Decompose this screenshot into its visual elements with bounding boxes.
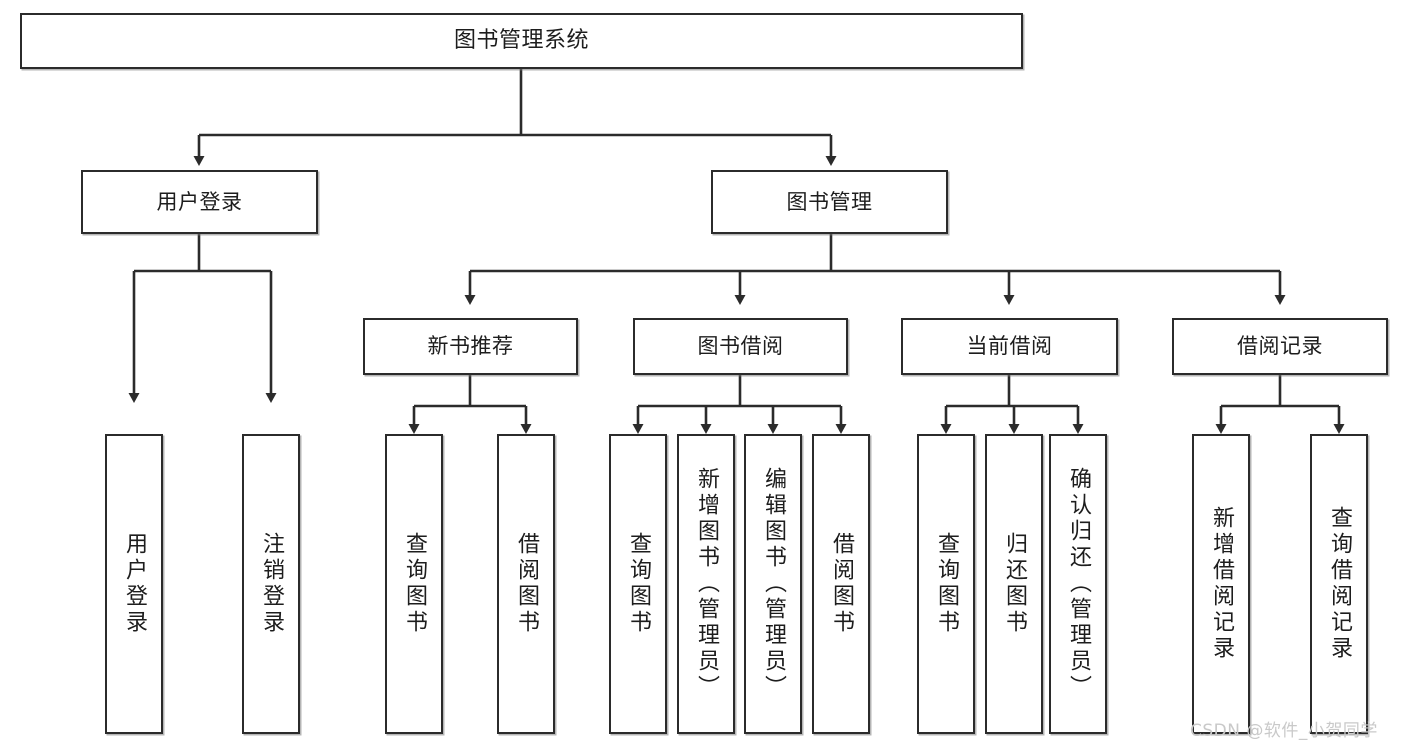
leaf-new-books-query-label: 查询图书 xyxy=(402,532,427,636)
leaf-book-borrow-edit-label: 编辑图书（管理员） xyxy=(761,467,786,701)
leaf-user-login-signin[interactable]: 用户登录 xyxy=(105,434,163,734)
leaf-current-borrow-confirm-label: 确认归还（管理员） xyxy=(1066,467,1091,701)
leaf-current-borrow-query[interactable]: 查询图书 xyxy=(917,434,975,734)
leaf-new-books-borrow[interactable]: 借阅图书 xyxy=(497,434,555,734)
leaf-borrow-records-add-label: 新增借阅记录 xyxy=(1209,506,1234,662)
leaf-current-borrow-confirm[interactable]: 确认归还（管理员） xyxy=(1049,434,1107,734)
node-book-borrow[interactable]: 图书借阅 xyxy=(633,318,848,375)
leaf-book-borrow-query-label: 查询图书 xyxy=(626,532,651,636)
node-new-book-recommend[interactable]: 新书推荐 xyxy=(363,318,578,375)
node-book-management-label: 图书管理 xyxy=(786,189,873,214)
leaf-book-borrow-add-label: 新增图书（管理员） xyxy=(694,467,719,701)
node-borrow-records-label: 借阅记录 xyxy=(1237,334,1323,359)
leaf-user-login-signout-label: 注销登录 xyxy=(259,532,284,636)
leaf-book-borrow-lend[interactable]: 借阅图书 xyxy=(812,434,870,734)
node-book-borrow-label: 图书借阅 xyxy=(697,334,784,359)
node-root-label: 图书管理系统 xyxy=(453,28,589,54)
leaf-book-borrow-query[interactable]: 查询图书 xyxy=(609,434,667,734)
leaf-borrow-records-query[interactable]: 查询借阅记录 xyxy=(1310,434,1368,734)
leaf-current-borrow-return-label: 归还图书 xyxy=(1002,532,1027,636)
node-user-login[interactable]: 用户登录 xyxy=(81,170,318,234)
node-book-management[interactable]: 图书管理 xyxy=(711,170,948,234)
node-root[interactable]: 图书管理系统 xyxy=(20,13,1023,69)
leaf-current-borrow-return[interactable]: 归还图书 xyxy=(985,434,1043,734)
node-new-book-recommend-label: 新书推荐 xyxy=(427,334,514,359)
node-current-borrow[interactable]: 当前借阅 xyxy=(901,318,1118,375)
leaf-borrow-records-add[interactable]: 新增借阅记录 xyxy=(1192,434,1250,734)
leaf-borrow-records-query-label: 查询借阅记录 xyxy=(1327,506,1352,662)
leaf-user-login-signout[interactable]: 注销登录 xyxy=(242,434,300,734)
node-user-login-label: 用户登录 xyxy=(156,189,243,214)
leaf-new-books-borrow-label: 借阅图书 xyxy=(514,532,539,636)
leaf-book-borrow-add[interactable]: 新增图书（管理员） xyxy=(677,434,735,734)
leaf-user-login-signin-label: 用户登录 xyxy=(122,532,147,636)
leaf-book-borrow-edit[interactable]: 编辑图书（管理员） xyxy=(744,434,802,734)
leaf-new-books-query[interactable]: 查询图书 xyxy=(385,434,443,734)
node-borrow-records[interactable]: 借阅记录 xyxy=(1172,318,1388,375)
leaf-current-borrow-query-label: 查询图书 xyxy=(934,532,959,636)
leaf-book-borrow-lend-label: 借阅图书 xyxy=(829,532,854,636)
node-current-borrow-label: 当前借阅 xyxy=(966,334,1053,359)
